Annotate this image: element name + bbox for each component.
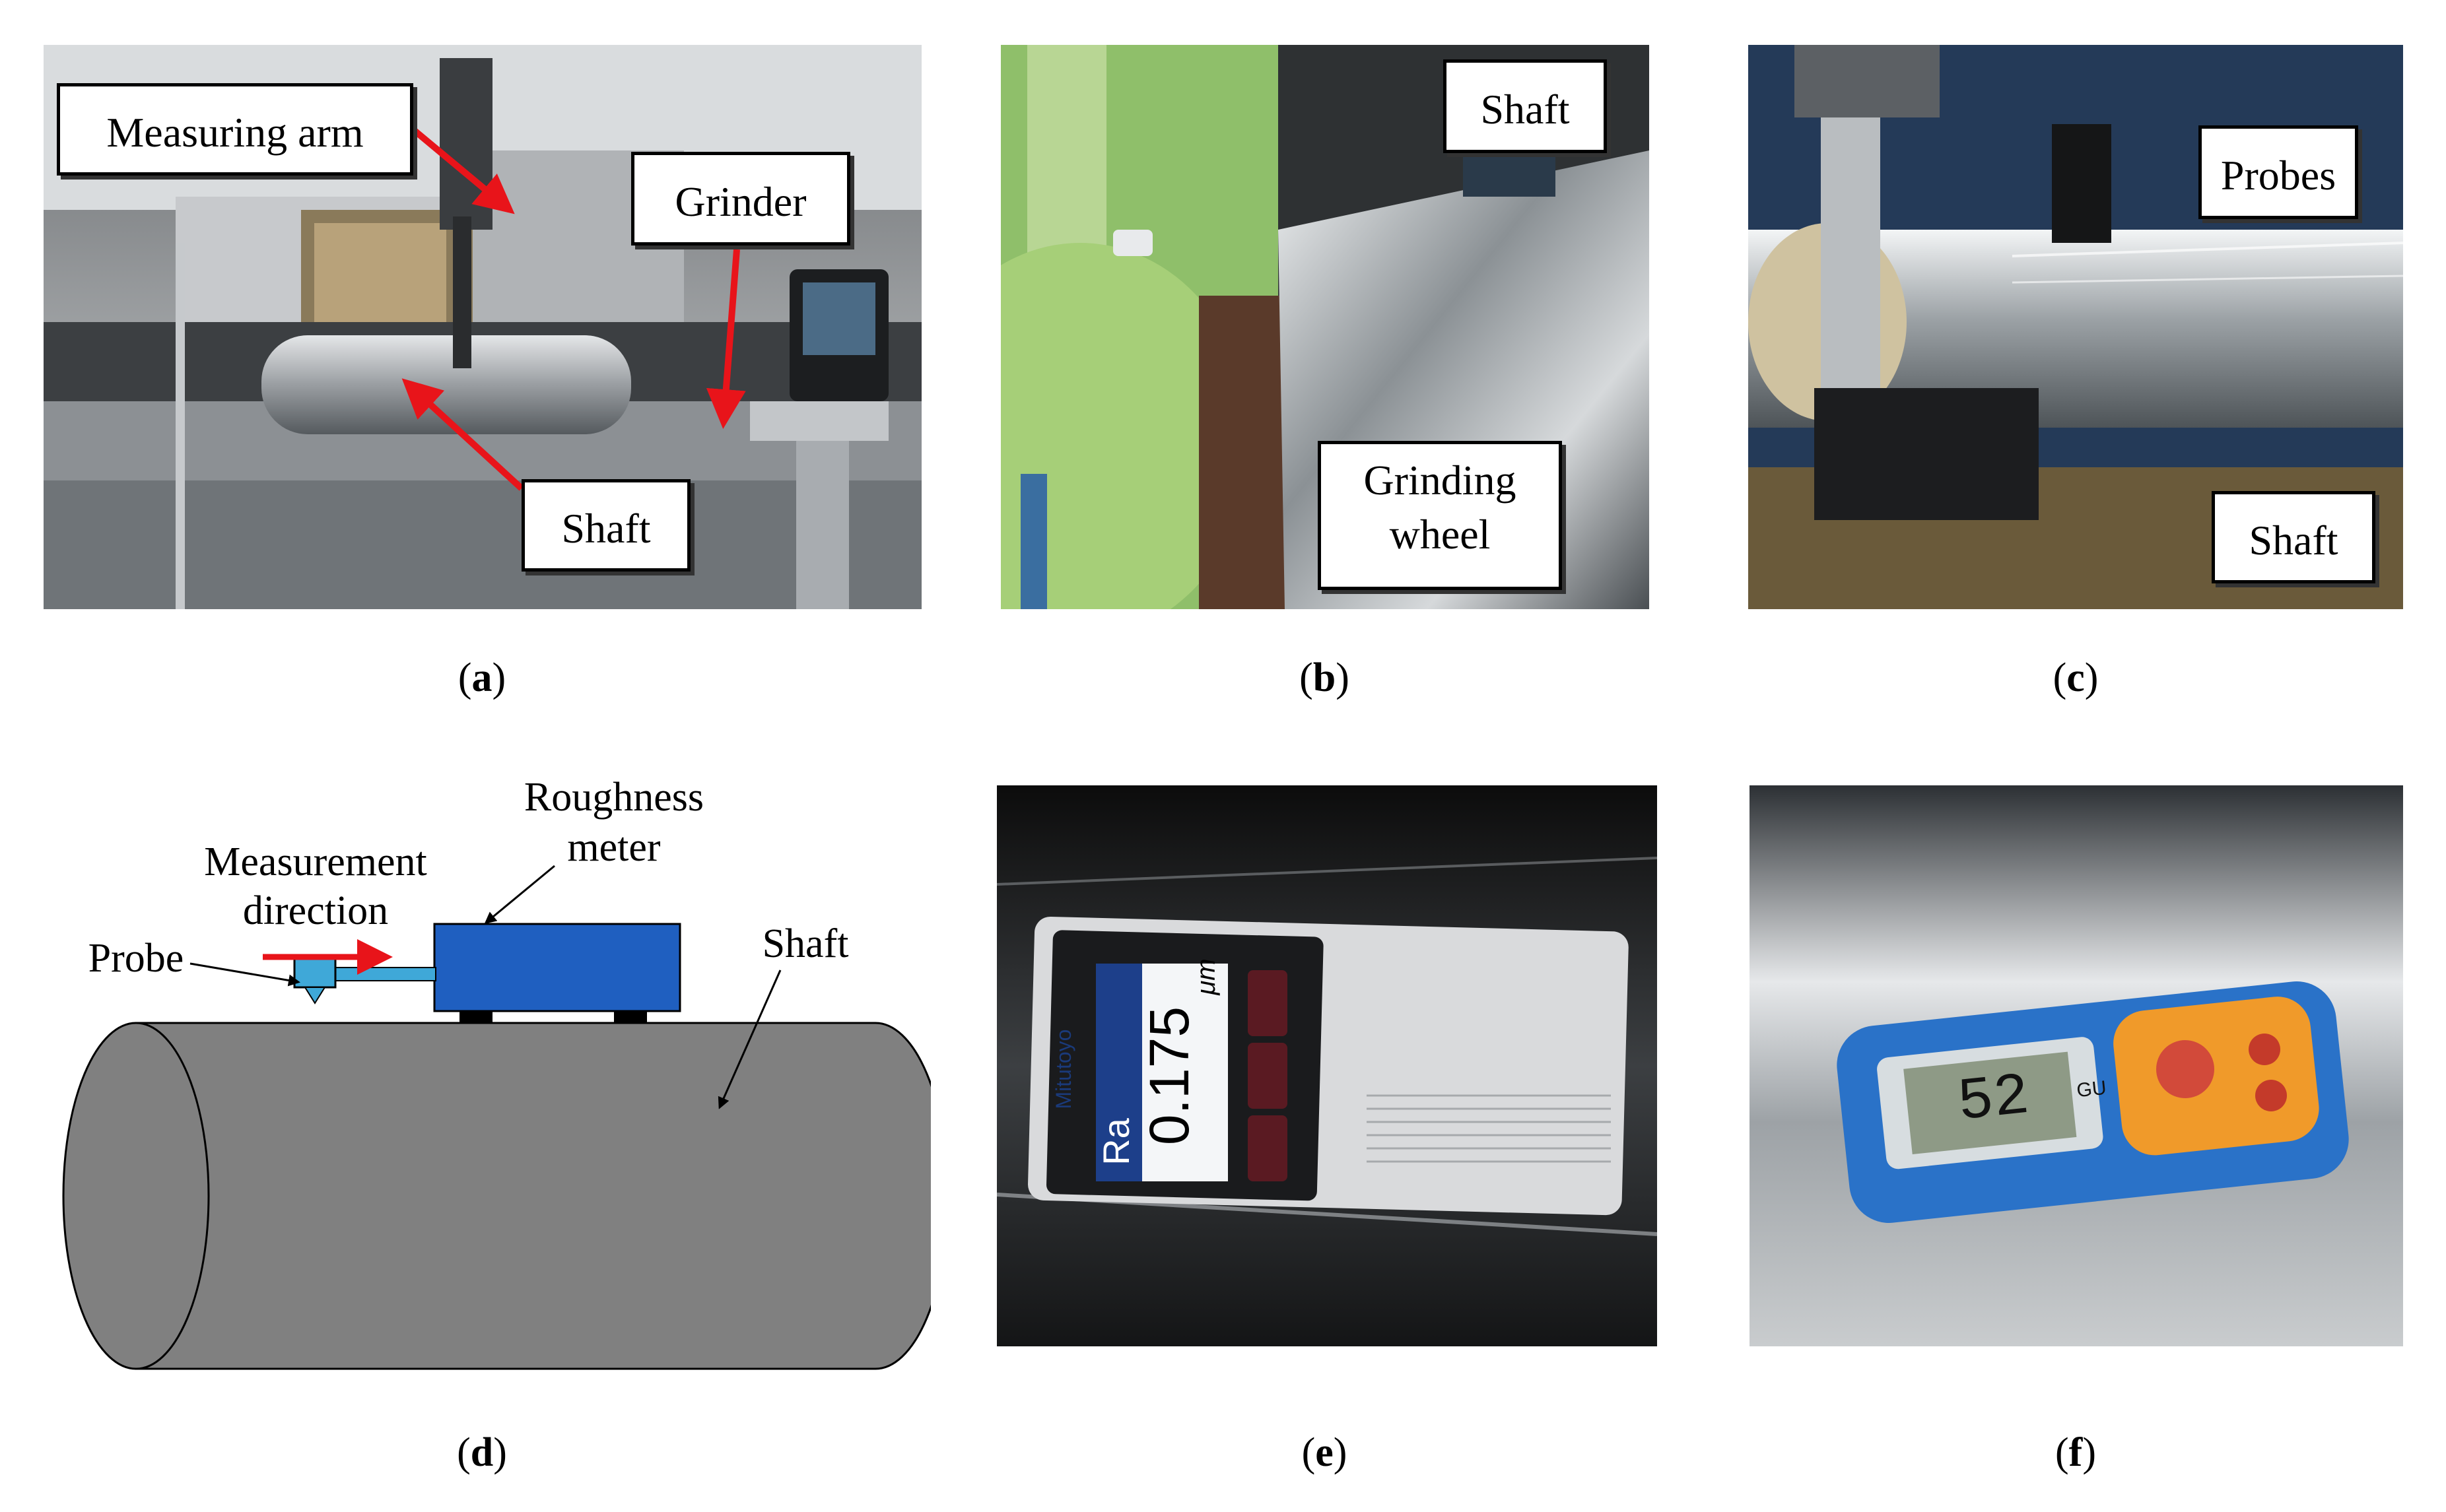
meter-foot-right bbox=[614, 1010, 647, 1023]
pointer-shaft bbox=[718, 970, 782, 1109]
tester-brand: Mitutoyo bbox=[1052, 1030, 1075, 1109]
gloss-meter-screen bbox=[1903, 1051, 2077, 1154]
caption-b: (b) bbox=[1299, 655, 1349, 700]
roughness-meter-box bbox=[433, 923, 681, 1012]
probe-tip bbox=[304, 987, 326, 1004]
probe-stem bbox=[331, 967, 436, 981]
label-measuring-arm: Measuring arm bbox=[57, 83, 413, 176]
caption-e: (e) bbox=[1301, 1430, 1347, 1475]
text-meter: meter bbox=[567, 825, 660, 870]
tester-param: Ra bbox=[1095, 1117, 1137, 1165]
text-direction: direction bbox=[243, 888, 388, 933]
pointer-probe bbox=[189, 962, 300, 987]
tester-unit: μm bbox=[1192, 958, 1221, 995]
caption-c: (c) bbox=[2053, 655, 2099, 700]
shaft-end-face bbox=[62, 1022, 210, 1370]
tester-reading: 0.175 bbox=[1138, 1006, 1200, 1145]
label-shaft-c: Shaft bbox=[2212, 491, 2375, 583]
gloss-unit: GU bbox=[2076, 1077, 2107, 1102]
caption-a: (a) bbox=[458, 655, 506, 700]
label-shaft-b: Shaft bbox=[1443, 59, 1607, 153]
label-grinder: Grinder bbox=[631, 152, 850, 246]
photo-roughness-tester: 0.175 μm Ra Mitutoyo bbox=[997, 785, 1657, 1346]
label-probes: Probes bbox=[2198, 125, 2358, 219]
label-shaft-a: Shaft bbox=[522, 479, 691, 572]
gloss-reading: 52 bbox=[1955, 1063, 2033, 1138]
shaft-body bbox=[135, 1022, 931, 1370]
caption-f: (f) bbox=[2055, 1430, 2096, 1475]
text-probe: Probe bbox=[88, 936, 184, 981]
pointer-roughness-meter bbox=[484, 865, 555, 924]
text-measurement: Measurement bbox=[204, 839, 426, 884]
caption-d: (d) bbox=[457, 1430, 507, 1475]
text-roughness: Roughness bbox=[524, 775, 704, 820]
probe-head bbox=[293, 954, 337, 989]
roughness-schematic: Roughness meter Measurement direction Pr… bbox=[62, 775, 931, 1370]
text-shaft: Shaft bbox=[763, 921, 849, 966]
photo-gloss-meter: 52 GU bbox=[1750, 785, 2403, 1346]
meter-foot-left bbox=[459, 1010, 493, 1023]
